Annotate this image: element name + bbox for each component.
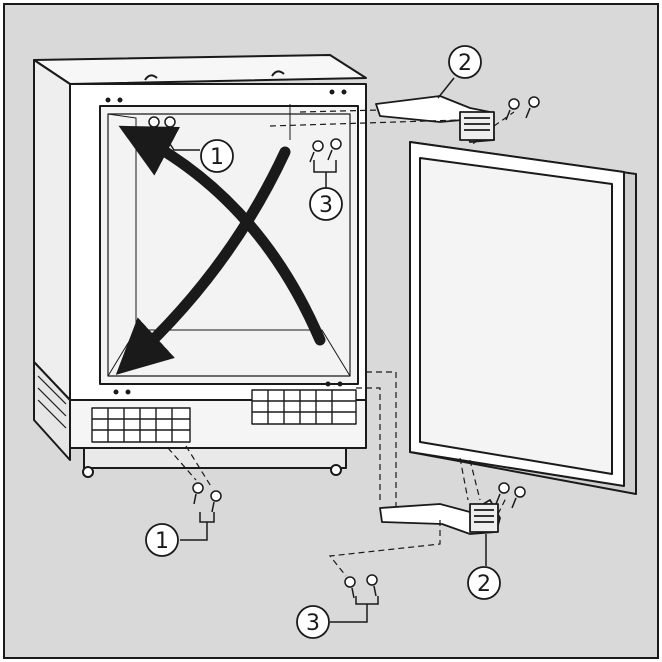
screw-icon (161, 116, 176, 139)
screw-icon (327, 138, 342, 161)
cabinet-base (33, 361, 367, 478)
callout-3-top: 3 (309, 160, 343, 221)
callout-1-top: 1 (161, 131, 234, 173)
side-louvres (37, 375, 67, 429)
screw-icon (145, 116, 160, 139)
callout-label: 2 (458, 51, 472, 76)
bottom-hinge (379, 499, 501, 535)
screw-icon (192, 482, 204, 505)
callout-label: 1 (155, 529, 169, 554)
callout-label: 3 (319, 193, 333, 218)
callout-2-bottom: 2 (467, 534, 501, 600)
callout-label: 1 (210, 145, 224, 170)
screw-set-top-left (145, 116, 176, 139)
screw-set-top-right (309, 138, 342, 163)
screw-icon (210, 490, 222, 513)
vent-grille-right (251, 389, 357, 425)
cross-mark-icon (115, 125, 326, 375)
fridge-door (409, 141, 637, 495)
callout-2-top: 2 (437, 45, 482, 99)
screw-set-bottom-hinge (495, 482, 526, 509)
screw-icon (525, 96, 540, 119)
top-hinge (375, 95, 495, 143)
screw-icon (309, 140, 324, 163)
screw-icon (366, 574, 378, 597)
callout-label: 2 (477, 572, 491, 597)
screw-set-bottom-left (192, 482, 222, 513)
callout-label: 3 (306, 611, 320, 636)
screw-icon (344, 576, 356, 599)
assembly-guides (167, 109, 515, 577)
frame-screw-holes (105, 89, 347, 395)
fridge-cabinet (33, 54, 367, 401)
screw-icon (505, 98, 520, 121)
callout-1-bottom: 1 (145, 512, 215, 557)
screw-icon (495, 482, 510, 505)
vent-grille-left (91, 407, 191, 443)
screw-set-top-hinge (505, 96, 540, 121)
screw-icon (511, 486, 526, 509)
callout-3-bottom: 3 (296, 596, 379, 639)
screw-set-bottom-loose (344, 574, 378, 599)
